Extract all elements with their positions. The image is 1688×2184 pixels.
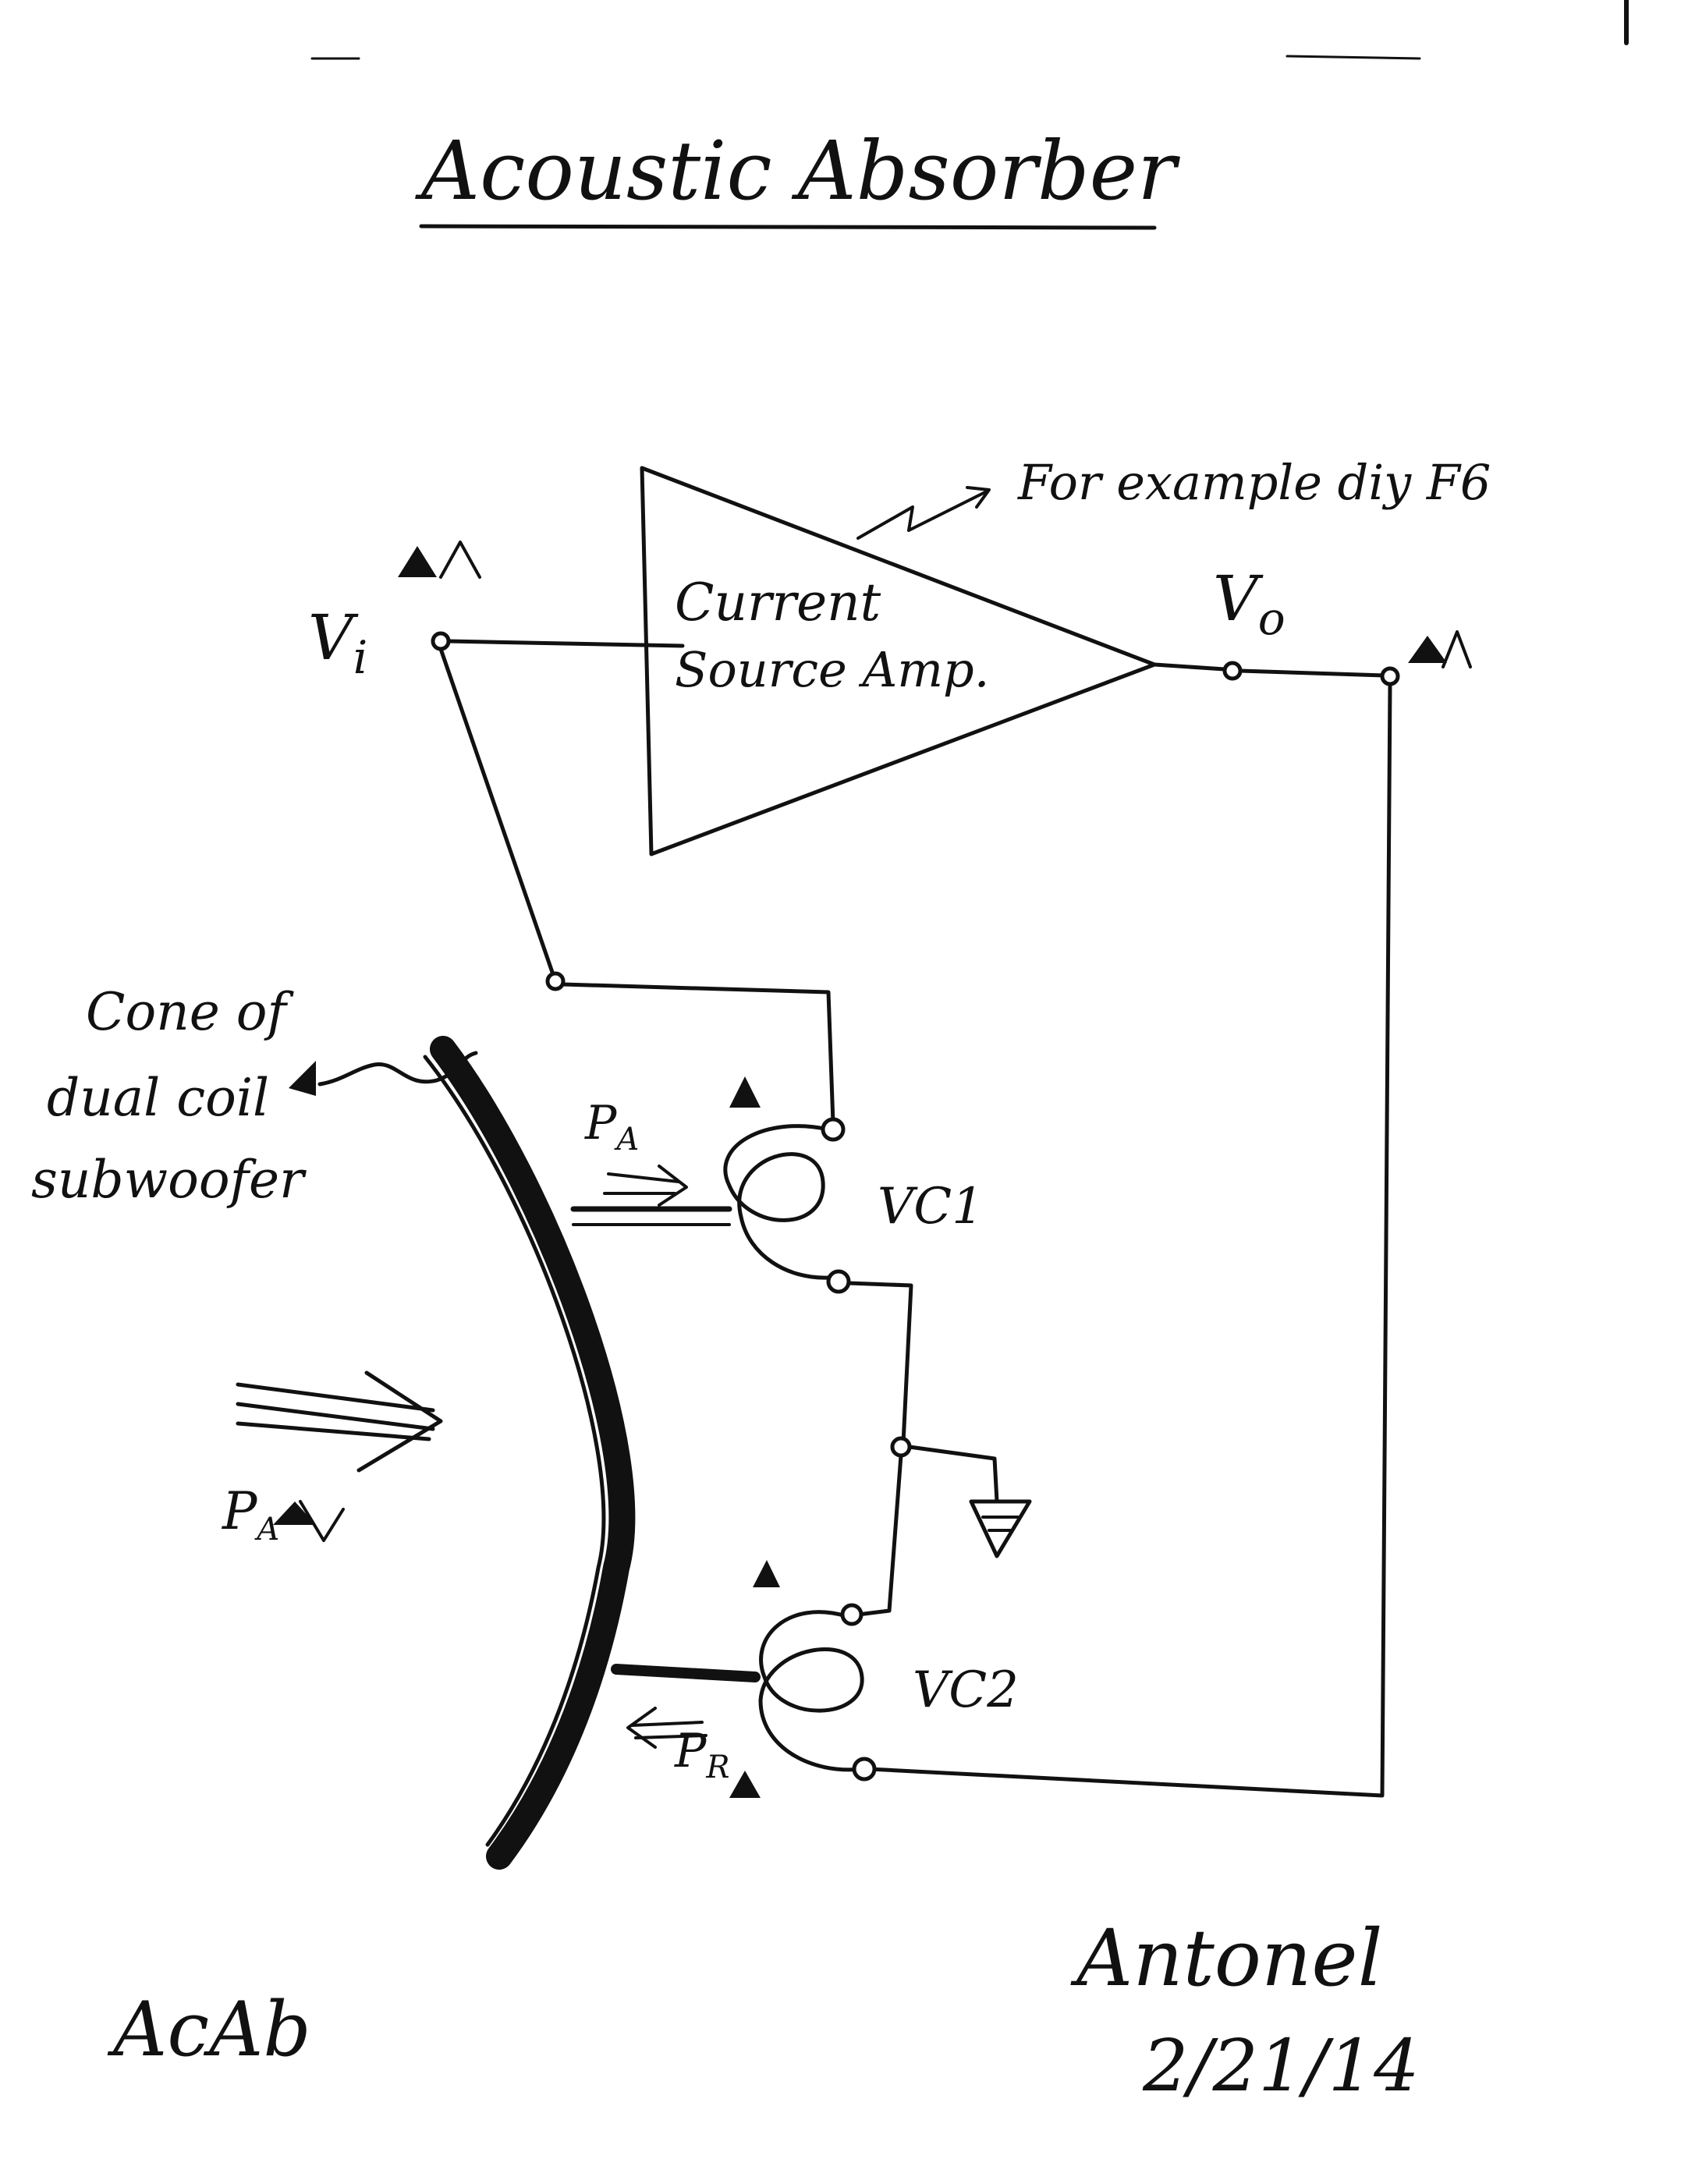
cone-warning-icon xyxy=(289,1061,316,1096)
amplifier-label-line2: Source Amp. xyxy=(675,641,989,698)
vc2-bottom-terminal xyxy=(852,1757,877,1782)
force-pr-warning-icon xyxy=(729,1771,761,1798)
scan-artifact-top xyxy=(310,55,1421,60)
vc2-label: VC2 xyxy=(913,1661,1019,1719)
amplifier-label-line1: Current xyxy=(675,573,881,633)
cone-label-line2: dual coil xyxy=(47,1068,269,1128)
vc1-top-terminal xyxy=(821,1117,846,1142)
vc2-warning-icon xyxy=(753,1560,780,1587)
cone-label-line3: subwoofer xyxy=(31,1150,307,1210)
force-pr-arrow xyxy=(626,1707,707,1749)
output-warning-icon xyxy=(1408,630,1472,668)
note-arrow xyxy=(856,490,988,540)
amplifier-note: For example diy F6 xyxy=(1017,454,1491,511)
wire-output-rail xyxy=(867,682,1392,1798)
vc1-coil xyxy=(723,1124,831,1280)
force-pa-label: PA xyxy=(584,1096,639,1158)
vc1-label: VC1 xyxy=(878,1178,984,1236)
input-warning-icon xyxy=(398,541,481,579)
vc1-bottom-terminal xyxy=(826,1269,851,1294)
wire-input-down xyxy=(438,647,558,984)
page-title: Acoustic Absorber xyxy=(415,123,1180,218)
wire-vc1-to-ground xyxy=(846,1281,913,1445)
input-node-marker xyxy=(431,631,451,651)
cone-label-line1: Cone of xyxy=(86,982,295,1042)
force-pr-label: PR xyxy=(674,1724,730,1785)
wire-input-to-amp xyxy=(446,639,685,648)
title-underline xyxy=(419,224,1157,230)
wire-to-ground xyxy=(907,1445,999,1504)
vc2-coupling xyxy=(611,1664,761,1682)
force-paw-warning-icon xyxy=(273,1500,345,1542)
wire-amp-out xyxy=(1152,662,1227,672)
wire-ground-to-vc2 xyxy=(856,1453,903,1617)
amplifier-triangle xyxy=(640,466,1157,856)
incoming-pressure-arrow xyxy=(236,1370,443,1473)
signature: Antonel xyxy=(1070,1913,1383,2004)
output-node-label: Vo xyxy=(1213,562,1286,645)
force-paw-label: PA xyxy=(222,1481,279,1548)
ground-icon xyxy=(969,1499,1032,1558)
note-arrow-head xyxy=(966,486,991,509)
vc2-top-terminal xyxy=(840,1603,864,1626)
vc1-warning-icon xyxy=(729,1076,761,1108)
junction-node xyxy=(545,971,566,991)
vc2-coil xyxy=(758,1610,864,1772)
output-corner-node xyxy=(1380,666,1400,686)
footer-code: AcAb xyxy=(107,1986,311,2073)
ground-junction-node xyxy=(890,1436,912,1458)
wire-output-right xyxy=(1238,668,1387,678)
signature-date: 2/21/14 xyxy=(1142,2024,1420,2108)
speaker-cone xyxy=(430,1036,636,1870)
force-pa-arrow xyxy=(603,1165,688,1207)
speaker-cone-edge xyxy=(423,1055,606,1847)
input-node-label: Vi xyxy=(308,601,367,684)
output-node-marker xyxy=(1222,661,1243,681)
wire-junction-to-vc1 xyxy=(561,982,835,1126)
